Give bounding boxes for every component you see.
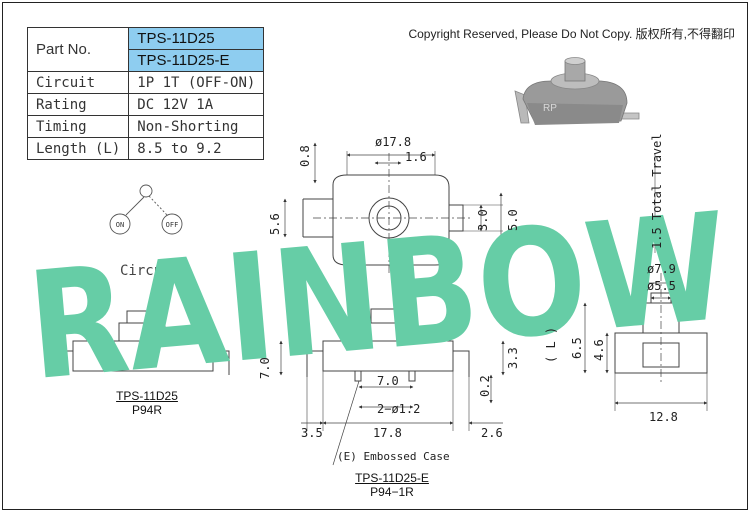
- top-view: [283, 142, 503, 273]
- row-label-circuit: Circuit: [26, 71, 130, 94]
- row-label-length: Length (L): [26, 137, 130, 160]
- product-photo: RP: [514, 57, 640, 125]
- dim-total-travel: 1.5 Total Travel: [650, 133, 664, 249]
- front-view-center: [279, 308, 505, 466]
- embossed-note: (E) Embossed Case: [337, 450, 450, 463]
- dim-pin-holes: 2−ø1.2: [377, 402, 420, 416]
- row-value-circuit: 1P 1T (OFF-ON): [128, 71, 265, 94]
- circuit-on-label: ON: [116, 221, 124, 229]
- dim-cap-height: 6.5: [570, 337, 584, 359]
- model-code-1: P94R: [131, 403, 163, 417]
- dim-top-offset: 1.6: [405, 150, 427, 164]
- dim-cap-inner: ø5.5: [647, 279, 676, 293]
- dim-left-height: 5.6: [268, 213, 282, 235]
- part-no-label: Part No.: [26, 27, 130, 72]
- dim-body-width: 17.8: [373, 426, 402, 440]
- dim-length-label: ( L ): [544, 327, 558, 363]
- model-name-1: TPS-11D25: [116, 389, 178, 403]
- technical-drawing: RP ON OFF Circuit: [22, 57, 734, 466]
- dim-right-inner: 3.0: [476, 209, 490, 231]
- product-badge: RP: [543, 103, 557, 114]
- spec-table: Part No. TPS-11D25 TPS-11D25-E Circuit 1…: [26, 27, 265, 160]
- model-name-2: TPS-11D25-E: [355, 471, 429, 485]
- dim-right-height: 3.3: [506, 347, 520, 369]
- dim-plunger-height: 4.6: [592, 339, 606, 361]
- row-label-timing: Timing: [26, 115, 130, 138]
- copyright-notice: Copyright Reserved, Please Do Not Copy. …: [408, 27, 735, 41]
- model-caption-1: TPS-11D25 P94R: [99, 389, 195, 417]
- side-view-right: [583, 153, 708, 411]
- dim-pin-pitch: 7.0: [377, 374, 399, 388]
- circuit-caption: Circuit: [120, 263, 179, 279]
- row-value-length: 8.5 to 9.2: [128, 137, 265, 160]
- model-caption-2: TPS-11D25-E P94−1R: [337, 471, 447, 499]
- dim-right-margin: 2.6: [481, 426, 503, 440]
- model-code-2: P94−1R: [370, 485, 414, 499]
- dim-left-margin: 3.5: [301, 426, 323, 440]
- front-view-left: [56, 310, 230, 375]
- dim-pin-drop: 0.2: [478, 375, 492, 397]
- dim-cap-outer: ø7.9: [647, 262, 676, 276]
- dim-top-width: ø17.8: [375, 135, 411, 149]
- dim-top-gap: 0.8: [298, 145, 312, 167]
- dim-right-outer: 5.0: [506, 209, 520, 231]
- part-number-2: TPS-11D25-E: [128, 49, 265, 72]
- circuit-off-label: OFF: [166, 221, 179, 229]
- dim-body-height: 7.0: [258, 357, 272, 379]
- row-value-timing: Non-Shorting: [128, 115, 265, 138]
- dim-side-width: 12.8: [649, 410, 678, 424]
- circuit-symbol: ON OFF Circuit: [109, 184, 183, 279]
